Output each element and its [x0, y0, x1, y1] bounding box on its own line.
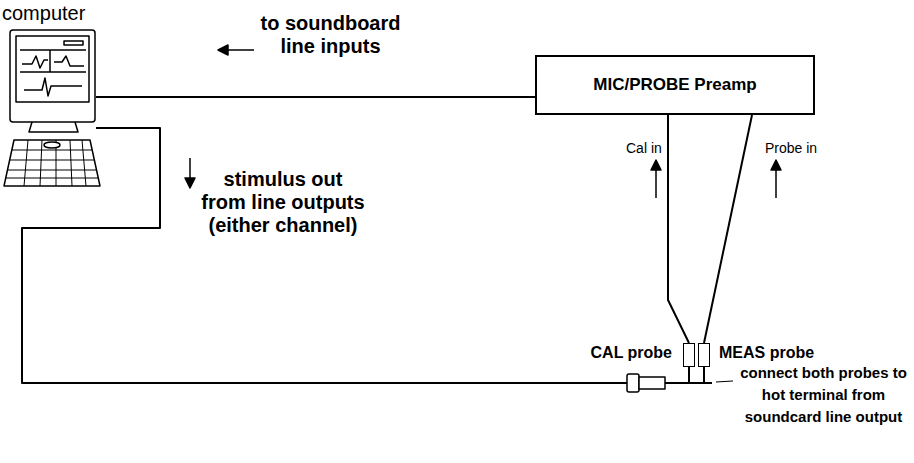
direction-arrow [189, 158, 191, 180]
monitor-stand [29, 122, 78, 132]
keyboard [4, 140, 100, 186]
hot-terminal [665, 367, 712, 383]
computer-icon: computer [8, 30, 96, 185]
meas-probe: MEAS probe [698, 343, 710, 367]
direction-arrow [655, 170, 657, 198]
direction-arrow [185, 178, 195, 188]
node-label: computer [2, 2, 85, 25]
direction-arrow [775, 170, 777, 198]
leader-line [716, 381, 733, 382]
node-label: MIC/PROBE Preamp [537, 57, 813, 113]
signal-note: stimulus out from line outputs (either c… [200, 168, 366, 237]
screen [16, 36, 89, 102]
signal-cable [96, 96, 535, 98]
stimulus-wire [22, 128, 627, 383]
monitor [10, 30, 95, 122]
keyboard-pad [44, 142, 60, 148]
input-name: Probe in [765, 140, 817, 156]
signal-note: to soundboard line inputs [243, 12, 418, 58]
signal-cable [704, 115, 752, 343]
cal-probe: CAL probe [683, 343, 695, 367]
signal-cable [668, 115, 689, 343]
direction-arrow [226, 49, 254, 51]
plug-body [627, 374, 639, 392]
screen-detail [64, 41, 83, 45]
direction-arrow [771, 160, 781, 170]
screen-detail [20, 50, 86, 96]
direction-arrow [651, 160, 661, 170]
node-label: CAL probe [591, 344, 672, 362]
direction-arrow [218, 45, 228, 55]
node-label: MEAS probe [719, 344, 814, 362]
input-name: Cal in [626, 140, 662, 156]
keyboard-keys [6, 140, 98, 186]
preamp-box: MIC/PROBE Preamp [535, 55, 815, 115]
connection-note: connect both probes to hot terminal from… [736, 362, 911, 428]
plug-barrel [639, 377, 665, 389]
